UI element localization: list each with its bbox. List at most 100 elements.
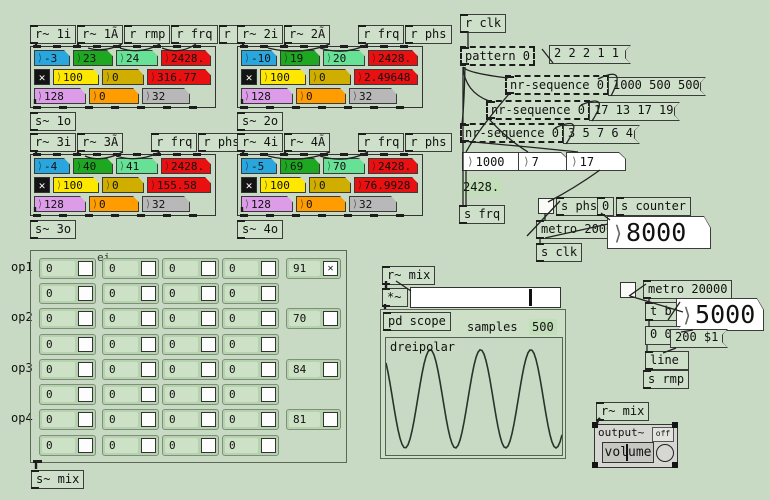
pd-scope-object[interactable]: pd scope <box>383 312 451 331</box>
level-toggle[interactable] <box>323 412 338 427</box>
matrix-cell-toggle[interactable] <box>201 261 216 276</box>
matrix-cell-toggle[interactable] <box>261 438 276 453</box>
matrix-cell-value[interactable]: 0 <box>105 387 138 402</box>
number-box-green[interactable]: ⟩19 <box>280 50 320 66</box>
matrix-cell-toggle[interactable] <box>78 311 93 326</box>
matrix-cell-value[interactable]: 0 <box>225 337 258 352</box>
level-value[interactable]: 81 <box>289 412 320 427</box>
send-mix-object[interactable]: s~ mix <box>31 470 85 489</box>
receive-object[interactable]: r frq <box>358 133 405 152</box>
matrix-cell-value[interactable]: 0 <box>105 337 138 352</box>
receive-object[interactable]: r frq <box>171 25 218 44</box>
matrix-cell-value[interactable]: 0 <box>165 412 198 427</box>
matrix-cell-toggle[interactable] <box>78 438 93 453</box>
number-box-mint[interactable]: ⟩41 <box>116 158 158 174</box>
receive-object[interactable]: r phs <box>405 133 452 152</box>
send-object[interactable]: s~ 1o <box>30 112 77 131</box>
matrix-cell-toggle[interactable] <box>261 337 276 352</box>
level-cell[interactable]: 84 <box>286 359 341 380</box>
number-box-purple[interactable]: ⟩128 <box>34 88 86 104</box>
multiply-object[interactable]: *~ <box>382 288 408 307</box>
level-value[interactable]: 70 <box>289 311 320 326</box>
matrix-cell[interactable]: 0 <box>222 409 279 430</box>
matrix-cell[interactable]: 0 <box>222 384 279 405</box>
matrix-cell[interactable]: 0 <box>102 435 159 456</box>
receive-object[interactable]: r~ 1i <box>30 25 77 44</box>
matrix-cell-value[interactable]: 0 <box>42 438 75 453</box>
matrix-cell-toggle[interactable] <box>261 311 276 326</box>
receive-clock-object[interactable]: r clk <box>460 14 507 33</box>
send-phase-object[interactable]: s phs <box>556 197 603 216</box>
matrix-cell-toggle[interactable] <box>141 362 156 377</box>
number-box-yellow[interactable]: ⟩100 <box>53 177 99 193</box>
slider-knob[interactable] <box>529 289 532 306</box>
number-box-red[interactable]: ⟩2428. <box>368 158 418 174</box>
number-box-blue[interactable]: ⟩-4 <box>34 158 70 174</box>
send-clock-object[interactable]: s clk <box>536 243 583 262</box>
pattern-object[interactable]: pattern 0 <box>460 46 536 66</box>
matrix-cell[interactable]: 0 <box>39 409 96 430</box>
number-box-blue[interactable]: ⟩-5 <box>241 158 277 174</box>
level-toggle[interactable] <box>323 311 338 326</box>
matrix-cell-toggle[interactable] <box>201 438 216 453</box>
matrix-cell-toggle[interactable] <box>201 286 216 301</box>
matrix-cell-value[interactable]: 0 <box>225 438 258 453</box>
matrix-cell[interactable]: 0 <box>162 308 219 329</box>
number-box-red[interactable]: ⟩2428. <box>368 50 418 66</box>
metro-object-ramp[interactable]: metro 20000 <box>643 280 733 299</box>
nr-sequence-object-2[interactable]: nr-sequence 0 <box>486 100 590 120</box>
number-atom-pitch[interactable]: ⟩17 <box>566 152 626 171</box>
number-box-purple[interactable]: ⟩128 <box>241 196 293 212</box>
nr-sequence-message-3[interactable]: 3 5 7 6 4 <box>563 125 640 144</box>
number-atom-duration[interactable]: ⟩1000 <box>462 152 530 171</box>
matrix-cell[interactable]: 0 <box>222 359 279 380</box>
matrix-cell-toggle[interactable] <box>78 337 93 352</box>
matrix-cell-value[interactable]: 0 <box>165 261 198 276</box>
number-box-redwide[interactable]: ⟩76.9928 <box>354 177 418 193</box>
volume-knob[interactable] <box>626 444 628 461</box>
send-object[interactable]: s~ 3o <box>30 220 77 239</box>
matrix-cell-value[interactable]: 0 <box>105 438 138 453</box>
line-object[interactable]: line <box>645 351 689 370</box>
number-box-mint[interactable]: ⟩20 <box>323 50 365 66</box>
matrix-cell-value[interactable]: 0 <box>225 286 258 301</box>
matrix-cell[interactable]: 0 <box>162 283 219 304</box>
nr-sequence-object-3[interactable]: nr-sequence 0 <box>460 123 564 143</box>
number-box-mint[interactable]: ⟩70 <box>323 158 365 174</box>
samples-value[interactable]: 500 <box>529 319 557 335</box>
matrix-cell[interactable]: 0 <box>39 283 96 304</box>
matrix-cell-toggle[interactable] <box>141 261 156 276</box>
nr-sequence-message-2[interactable]: 17 13 17 19 <box>589 102 680 121</box>
receive-object[interactable]: r~ 2Ã <box>284 25 331 44</box>
matrix-cell-toggle[interactable] <box>141 387 156 402</box>
matrix-cell[interactable]: 0 <box>222 258 279 279</box>
number-box-olive[interactable]: ⟩0 <box>309 69 351 85</box>
matrix-cell-value[interactable]: 0 <box>105 311 138 326</box>
matrix-cell[interactable]: 0 <box>39 435 96 456</box>
matrix-cell[interactable]: 0 <box>162 359 219 380</box>
matrix-cell-toggle[interactable] <box>261 387 276 402</box>
matrix-cell[interactable]: 0 <box>222 283 279 304</box>
number-box-blue[interactable]: ⟩-3 <box>34 50 70 66</box>
matrix-cell-value[interactable]: 0 <box>42 387 75 402</box>
receive-object[interactable]: r~ 4i <box>237 133 284 152</box>
receive-mix-output-object[interactable]: r~ mix <box>596 402 650 421</box>
matrix-cell[interactable]: 0 <box>39 334 96 355</box>
number-box-mint[interactable]: ⟩24 <box>116 50 158 66</box>
volume-slider[interactable]: volume <box>602 442 654 463</box>
counter-zero-box[interactable]: 0 <box>597 197 615 216</box>
matrix-cell[interactable]: 0 <box>102 384 159 405</box>
counter-value-atom[interactable]: ⟩8000 <box>607 216 711 249</box>
number-box-orange[interactable]: ⟩0 <box>89 88 139 104</box>
matrix-cell-toggle[interactable] <box>201 387 216 402</box>
matrix-cell-value[interactable]: 0 <box>165 387 198 402</box>
matrix-cell-value[interactable]: 0 <box>42 412 75 427</box>
number-box-silver[interactable]: ⟩32 <box>142 196 190 212</box>
meter-bang-button[interactable] <box>656 444 674 462</box>
level-value[interactable]: 91 <box>289 261 320 276</box>
matrix-cell-toggle[interactable] <box>261 286 276 301</box>
level-cell[interactable]: 91✕ <box>286 258 341 279</box>
matrix-cell-value[interactable]: 0 <box>105 261 138 276</box>
matrix-cell-toggle[interactable] <box>78 261 93 276</box>
matrix-cell-value[interactable]: 0 <box>225 387 258 402</box>
